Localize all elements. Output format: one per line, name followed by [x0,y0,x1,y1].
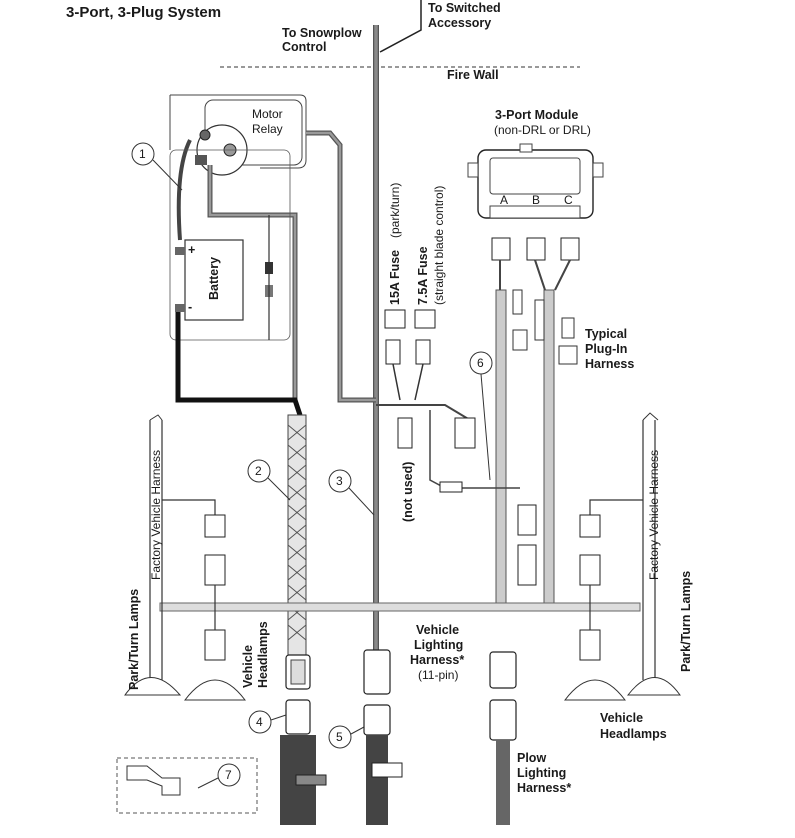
fuse-15a-sublabel: (park/turn) [388,183,402,238]
svg-text:2: 2 [255,464,262,478]
right-factory-harness [563,412,681,701]
svg-text:4: 4 [256,715,263,729]
factory-harness-left-label: Factory Vehicle Harness [149,450,163,580]
vehicle-headlamps-left-label-2: Headlamps [256,621,270,688]
port-b-plug [526,237,546,261]
connector-5-top [363,649,391,695]
plow-lighting-label-1: Plow [517,751,546,765]
svg-text:3: 3 [336,474,343,488]
svg-text:7: 7 [225,768,232,782]
callout-7: 7 [116,757,258,814]
motor-relay-label-2: Relay [252,122,283,136]
snowplow-control-label-1: To Snowplow [282,26,362,40]
module-subtitle: (non-DRL or DRL) [494,123,591,137]
left-factory-harness [124,414,247,701]
callout-6: 6 [469,351,493,481]
plow-lighting-cable [496,740,510,825]
fuse-15a-holder [384,309,406,329]
switched-accessory-label-2: Accessory [428,16,491,30]
plow-lighting-connector-bottom [489,699,517,741]
battery-plus-label: + [188,243,195,257]
port-a-label: A [500,193,508,207]
plow-lighting-connector-top [489,651,517,689]
typical-plugin-label-2: Plug-In [585,342,627,356]
battery-label: Battery [207,257,221,300]
relay-battery-cable [176,139,192,241]
plow-lighting-label-2: Lighting [517,766,566,780]
callout-2: 2 [247,459,291,501]
port-b-label: B [532,193,540,207]
typical-plugin-label-3: Harness [585,357,634,371]
fuse-75a-holder [414,309,436,329]
vehicle-lighting-label-3: Harness* [410,653,464,667]
connector-4-bottom [285,699,311,735]
snowplow-control-label-2: Control [282,40,326,54]
fuse-75a-label: 7.5A Fuse [416,246,430,305]
factory-harness-right-label: Factory Vehicle Harness [647,450,661,580]
battery-cable-harness-2 [287,414,307,656]
typical-plugin-label-1: Typical [585,327,627,341]
not-used-label: (not used) [401,462,415,522]
switched-accessory-wire [379,0,422,53]
svg-text:5: 5 [336,730,343,744]
battery-minus-label: - [188,300,192,314]
battery-box [184,239,244,321]
module-title: 3-Port Module [495,108,578,122]
vehicle-lighting-harness [159,602,641,612]
vehicle-headlamps-left-label-1: Vehicle [241,645,255,688]
page-title: 3-Port, 3-Plug System [66,4,221,21]
vehicle-headlamps-right-label-1: Vehicle [600,711,643,725]
park-turn-left-label: Park/Turn Lamps [127,589,141,690]
fire-wall-label: Fire Wall [447,68,499,82]
vehicle-headlamps-right-label-2: Headlamps [600,727,667,741]
callout-5: 5 [328,725,365,749]
switched-accessory-label-1: To Switched [428,1,501,15]
vehicle-lighting-label-4: (11-pin) [418,668,458,682]
callout-1: 1 [131,142,183,191]
three-port-module: A B C [467,143,604,219]
port-a-plug [491,237,511,261]
vehicle-lighting-label-2: Lighting [414,638,463,652]
svg-text:1: 1 [139,147,146,161]
typical-plugin-connector [561,317,575,339]
vehicle-lighting-label-1: Vehicle [416,623,459,637]
svg-text:6: 6 [477,356,484,370]
battery-ground-cable [175,312,303,416]
port-c-plug [560,237,580,261]
motor-relay-label-1: Motor [252,107,283,121]
fuse-15a-label: 15A Fuse [388,250,402,305]
battery-positive-terminal [175,247,185,255]
plow-lighting-label-3: Harness* [517,781,571,795]
callout-4: 4 [248,710,287,734]
battery-negative-terminal [175,304,185,312]
plow-lighting-harness-upper [495,289,507,611]
callout-3: 3 [328,469,375,516]
fuse-75a-sublabel: (straight blade control) [432,186,446,305]
not-used-connector [397,417,413,449]
plow-control-cable [366,735,388,825]
connector-5-bottom [363,704,391,736]
port-c-label: C [564,193,573,207]
park-turn-right-label: Park/Turn Lamps [679,571,693,672]
